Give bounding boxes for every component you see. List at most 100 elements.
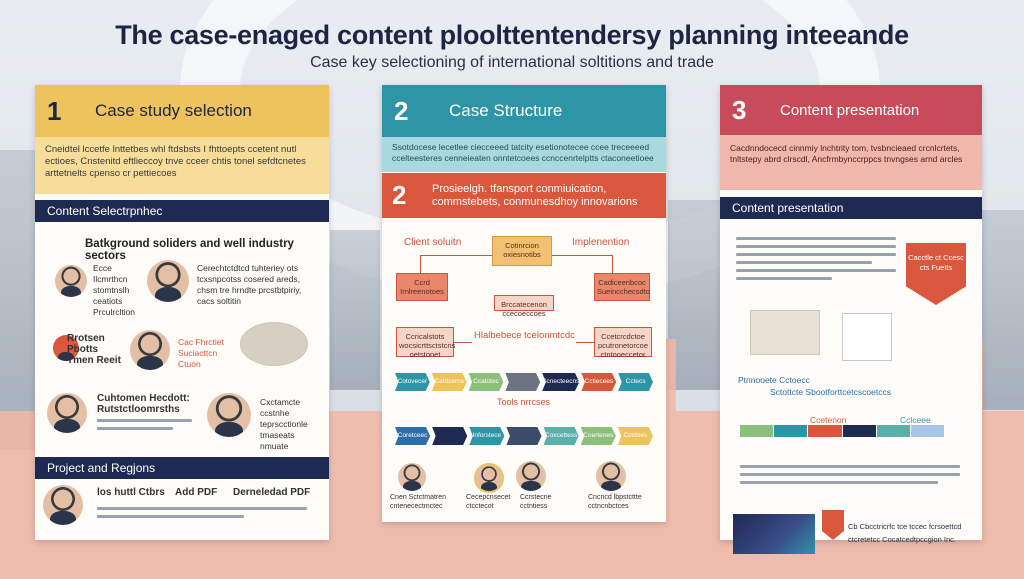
footer-text: Cb Cbcctricrfc tce tccec fcrsoettcd ctcr… [848, 520, 961, 546]
panel-header: 2 Case Structure [382, 85, 666, 137]
person-avatar [55, 265, 87, 297]
connector-line [552, 255, 612, 256]
case-study-selection-panel: 1 Case study selection Cneidtel lccetfe … [35, 85, 329, 540]
panel-header: 1 Case study selection [35, 85, 329, 137]
person-label: Cac Fhrctiet Suciacttcn Ctuon [178, 337, 224, 369]
highlight-badge: Cacctle ct Ccesc cts Fuetts [906, 243, 966, 305]
step-number: 2 [394, 95, 409, 126]
connector-line [454, 342, 472, 343]
flow-box: Cadiceenbcoc Sueincchecsdto [594, 273, 650, 301]
person-avatar [596, 461, 626, 491]
panel-intro-text: Cacdnndocecd cinnmiy lnchtrity tom, tvsb… [720, 135, 982, 190]
person-avatar [147, 260, 189, 302]
chevron-step: Ccatotec [468, 373, 504, 391]
footer-line: ctcretetcc Cocatcedtpccgion Inc. [848, 535, 956, 544]
timeline-bar [740, 425, 945, 437]
timeline-segment [808, 425, 842, 437]
page-subtitle: Case key selectioning of international s… [310, 54, 714, 71]
flow-label: Client soluitn [404, 237, 462, 248]
chevron-step: Cotovecer [395, 373, 430, 391]
person-caption: Cecepcnsecet ctcctecot [466, 494, 511, 510]
flow-label: Hlalbebece tcelonmtcdc [474, 330, 575, 341]
document-thumbnail [842, 313, 892, 361]
person-avatar [516, 461, 546, 491]
person-avatar [474, 463, 504, 493]
panel-title: Content presentation [780, 101, 920, 119]
background-building [330, 230, 380, 390]
text-lines [97, 419, 192, 435]
chevron-step: Coctoes [617, 427, 653, 445]
flow-box: Ccrd Irnlreenotoes [396, 273, 448, 301]
person-avatar [47, 393, 87, 433]
background-building [0, 150, 40, 450]
chevron-step: Coertenes [580, 427, 616, 445]
person-avatar [130, 330, 170, 370]
flow-box: Ccricalstots wocsicrttsctstcns oetstonet [396, 327, 455, 359]
panel-header: 3 Content presentation [720, 85, 982, 135]
chevron-step: Cebtcercs [431, 373, 467, 391]
download-pdf-link[interactable]: Derneledad PDF [233, 487, 311, 498]
person-caption: Cxctamcte ccstnhe teprscctionle tmaseats… [260, 397, 308, 451]
section-bar: Content presentation [720, 197, 982, 219]
person-caption: Cnen Sctctmatren cntenecectmctec [390, 494, 447, 510]
chevron-step [432, 427, 468, 445]
step-number: 3 [732, 94, 747, 125]
timeline-segment [876, 425, 910, 437]
flow-box: Ccetcrcdctoe pcutronetorcoe ctntooecceto… [594, 327, 652, 359]
flow-box: Brccatecenon ccecoeccoes [494, 295, 554, 318]
band-line: Prosieelgh. tfansport conmiuication, [432, 182, 607, 195]
connector-line [420, 255, 421, 273]
timeline-segment [774, 425, 808, 437]
process-chevron-row: Coretceec Inforstece Coxcettess Coertene… [395, 427, 655, 445]
chevron-step: Coxcettess [543, 427, 579, 445]
chevron-step [505, 373, 541, 391]
timeline-label: Cclceee [900, 415, 931, 425]
person-avatar [43, 485, 83, 525]
case-structure-panel: 2 Case Structure Ssotdocese lecetlee cie… [382, 85, 666, 522]
flow-box: Cotinrcion oxiesnotibs [492, 236, 552, 266]
person-avatar [207, 393, 251, 437]
chevron-step: Cctiecees [581, 373, 617, 391]
connector-line [576, 342, 594, 343]
timeline-heading: Ptnnooete Cctoecc [738, 375, 810, 385]
section-bar: Project and Regjons [35, 457, 329, 479]
timeline-subheading: Sctottcte Sbootforttcetcscoetccs [770, 387, 891, 397]
connector-line [612, 255, 613, 273]
person-caption: Cerechtctdtcd tuhteriey ots tcxsnpcotss … [197, 263, 302, 306]
chevron-step: Inforstece [469, 427, 505, 445]
content-presentation-panel: 3 Content presentation Cacdnndocecd cinn… [720, 85, 982, 540]
section-title: Batkground soliders and well industry se… [85, 238, 294, 262]
person-avatar [53, 335, 79, 361]
person-caption: Cncncd lbpstcttte cctncnbctces [588, 494, 642, 510]
text-lines [736, 237, 896, 285]
chevron-step: Coretceec [395, 427, 431, 445]
panel-intro-text: Ssotdocese lecetlee ciecceeed tatcity es… [382, 137, 666, 172]
panel-title: Case study selection [95, 101, 252, 120]
step-number: 2 [392, 180, 407, 210]
add-pdf-link[interactable]: Add PDF [175, 487, 218, 498]
chevron-step: Scnecteecns [542, 373, 580, 391]
chevron-step: Cctecs [618, 373, 653, 391]
person-avatar [398, 463, 426, 491]
chevron-step [506, 427, 542, 445]
process-chevron-row: Cotovecer Cebtcercs Ccatotec Scnecteecns… [395, 373, 655, 391]
person-label: Cuhtomen Hecdott: Rutstctloomrsths [97, 393, 190, 415]
connector-line [420, 255, 492, 256]
person-caption: Ccrstecne cctntiess [520, 494, 552, 510]
band-text: Prosieelgh. tfansport conmiuication, com… [432, 183, 637, 209]
timeline-segment [842, 425, 876, 437]
timeline-label: Ccetenon [810, 415, 847, 425]
step-number: 1 [47, 95, 62, 126]
tools-label: Tools nrrcses [497, 397, 551, 407]
panel-title: Case Structure [449, 101, 563, 120]
timeline-segment [740, 425, 774, 437]
person-label: Rrotsen Pbotts Tmen Reeit [67, 333, 121, 366]
presentation-photo [750, 310, 820, 355]
background-building [980, 210, 1024, 410]
meeting-photo [240, 322, 308, 366]
panel-intro-text: Cneidtel lccetfe lnttetbes whl ftdsbsts … [35, 137, 329, 194]
person-caption: Ecce Ilcmrthcn stomtnslh ceatiots Prculr… [93, 263, 136, 317]
page-title: The case-enaged content ploolttentenders… [115, 20, 909, 50]
footer-line: Cb Cbcctricrfc tce tccec fcrsoettcd [848, 522, 962, 531]
timeline-segment [910, 425, 945, 437]
